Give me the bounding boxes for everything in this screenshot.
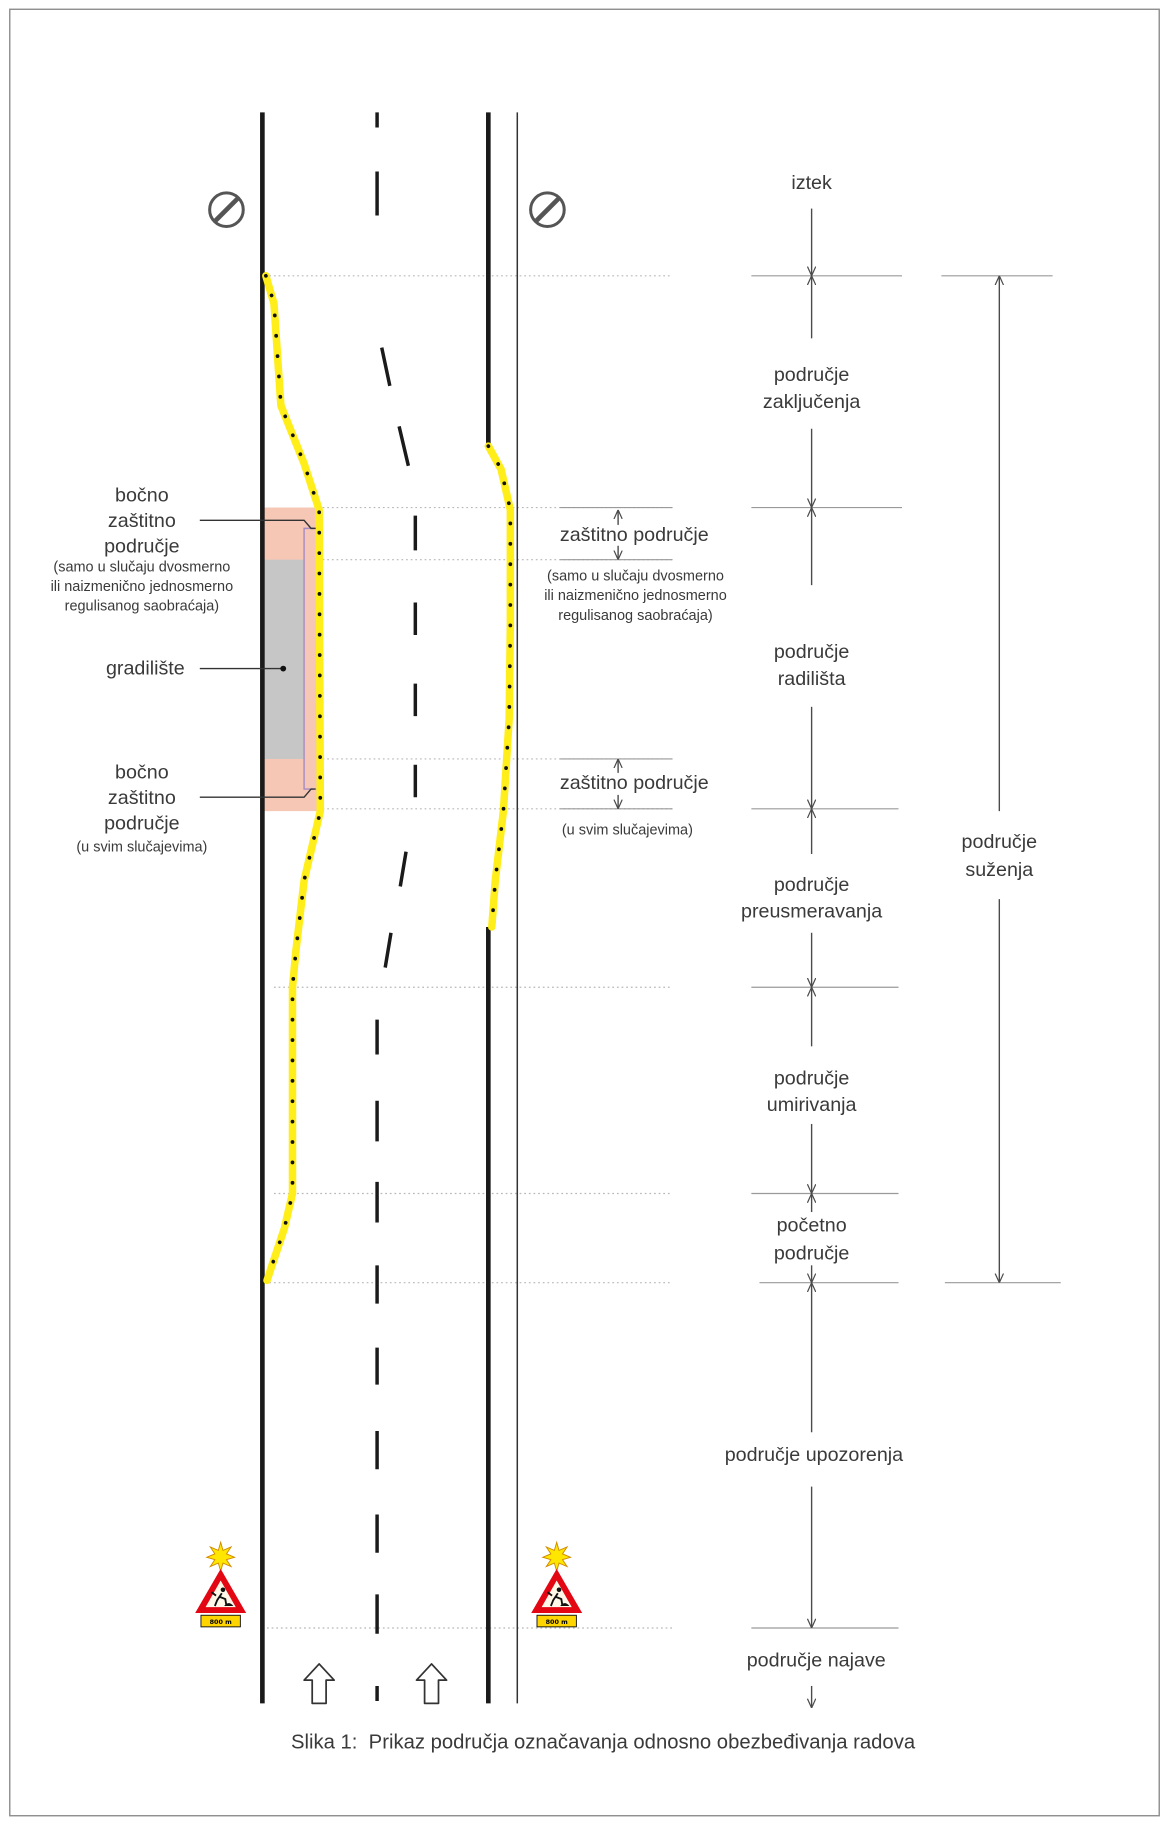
buffer-zone-note-upper: regulisanog saobraćaja)	[558, 608, 712, 624]
zone-label-calming: područje	[774, 1068, 850, 1090]
zone-guide-lines	[267, 275, 673, 1629]
distance-plate	[536, 1614, 577, 1628]
buffer-zone-note-upper: (samo u slučaju dvosmerno	[547, 569, 724, 585]
side-buffer-label-upper: bočno	[115, 485, 169, 507]
zone-label-exit: iztek	[791, 172, 832, 194]
side-buffer-label-lower: područje	[104, 813, 180, 835]
road	[260, 112, 519, 1704]
zone-label-initial: početno	[777, 1215, 847, 1237]
zone-boundary-ticks	[560, 275, 1061, 1629]
side-buffer-note-lower: (u svim slučajevima)	[76, 840, 207, 856]
side-buffer-note-upper: (samo u slučaju dvosmerno	[53, 559, 230, 575]
side-buffer-label-upper: zaštitno	[108, 510, 176, 532]
right-marking-dots	[486, 444, 513, 929]
worksite-label: gradilište	[106, 657, 185, 679]
temporary-markings	[262, 272, 515, 1285]
zone-label-announcement: područje najave	[747, 1649, 886, 1671]
side-buffer-boundary	[303, 527, 314, 790]
zone-dimension-arrows	[618, 208, 999, 1708]
buffer-zone-note-upper: ili naizmenično jednosmerno	[544, 588, 727, 604]
worksite-leader-dot	[280, 665, 287, 672]
buffer-zone-label-upper: zaštitno područje	[560, 524, 709, 546]
buffer-zone-note-lower: (u svim slučajevima)	[562, 822, 693, 838]
road-works-warning-icon: 800 m	[195, 1540, 247, 1628]
zone-label-diversion: preusmeravanja	[741, 901, 882, 923]
zone-label-calming: umirivanja	[767, 1094, 857, 1116]
side-buffer-label-lower: bočno	[115, 762, 169, 784]
zone-label-diversion: područje	[774, 874, 850, 896]
worksite-area	[263, 507, 322, 812]
side-buffer-leader-upper	[199, 519, 316, 530]
distance-plate-text: 800 m	[546, 1618, 568, 1626]
figure-caption: Slika 1: Prikaz područja označavanja odn…	[291, 1732, 916, 1754]
direction-arrow-icon	[415, 1663, 448, 1705]
side-buffer-label-upper: područje	[104, 536, 180, 558]
buffer-zone-label-lower: zaštitno područje	[560, 772, 709, 794]
zone-label-initial: područje	[774, 1243, 850, 1265]
side-buffer-leader-lower	[199, 788, 316, 798]
figure-frame	[9, 8, 1160, 1817]
left-temporary-marking	[262, 272, 325, 1285]
end-of-restrictions-icon	[529, 191, 566, 229]
zone-label-closing: područje	[774, 364, 850, 386]
zone-label-work-area: radilišta	[778, 668, 846, 690]
zone-label-narrowing: suženja	[965, 859, 1033, 881]
distance-plate-text: 800 m	[210, 1618, 232, 1626]
center-lane-marking	[375, 112, 418, 1702]
distance-plate	[200, 1614, 241, 1628]
worksite-gray-area	[263, 559, 305, 759]
side-buffer-note-upper: ili naizmenično jednosmerno	[51, 579, 234, 595]
zone-label-narrowing: područje	[962, 831, 1038, 853]
zone-label-warning: područje upozorenja	[725, 1444, 903, 1466]
direction-arrow-icon	[303, 1663, 336, 1705]
side-buffer-note-upper: regulisanog saobraćaja)	[65, 599, 219, 615]
road-works-warning-icon: 800 m	[531, 1540, 583, 1628]
zone-label-work-area: područje	[774, 641, 850, 663]
zone-label-closing: zaključenja	[763, 391, 860, 413]
end-of-restrictions-icon	[208, 191, 245, 229]
side-buffer-label-lower: zaštitno	[108, 787, 176, 809]
